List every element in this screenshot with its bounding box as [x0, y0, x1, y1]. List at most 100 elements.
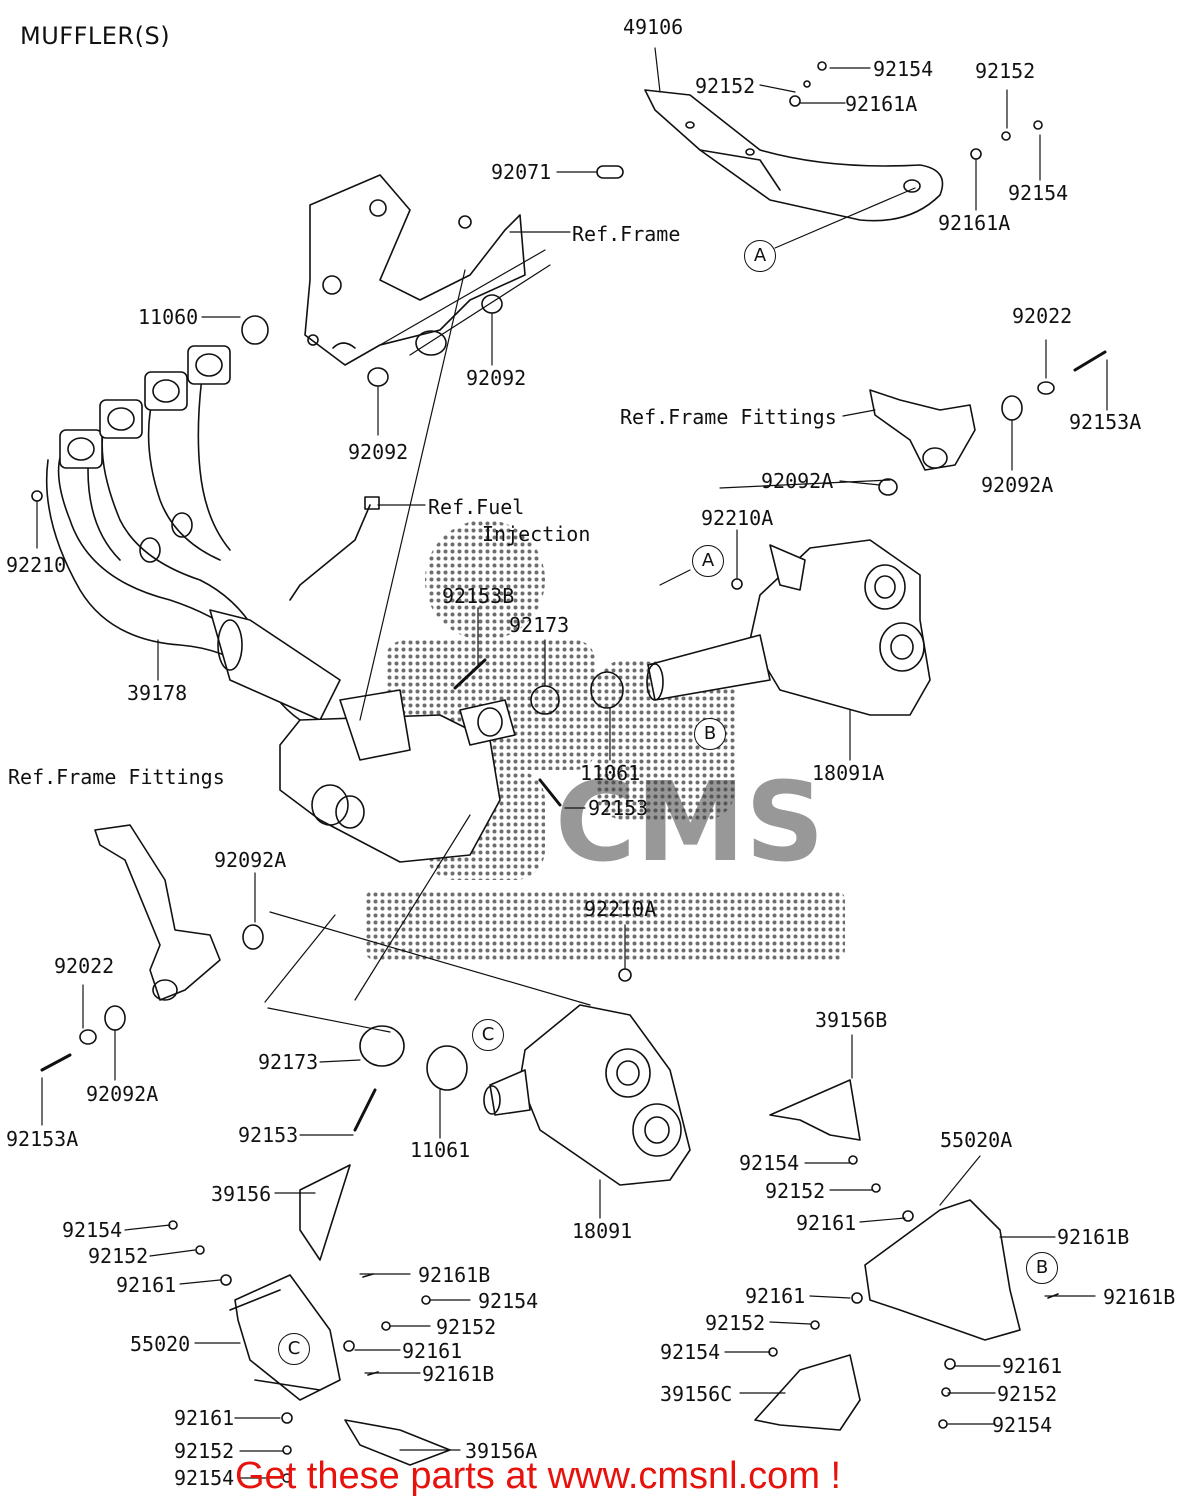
part-label: 92022 [54, 954, 115, 978]
callout-a-top: A [744, 240, 776, 272]
reference-label: Ref.Fuel [428, 495, 525, 519]
part-label: 92210A [584, 897, 657, 921]
part-label: 92071 [491, 160, 552, 184]
part-label: 11061 [580, 761, 641, 785]
part-label: 92161A [938, 211, 1011, 235]
cover-55020A [864, 1199, 1021, 1341]
part-label: 18091A [812, 761, 885, 785]
watermark-text: CMS [555, 758, 824, 886]
part-label: 11061 [410, 1138, 471, 1162]
part-label: 39156B [815, 1008, 888, 1032]
o2-sensor [289, 504, 371, 601]
part-label: 92152 [997, 1382, 1058, 1406]
gasket-11061-a [590, 671, 624, 709]
part-label: 92092A [761, 469, 834, 493]
part-label: 92154 [660, 1340, 721, 1364]
reference-label: Ref.Frame Fittings [8, 765, 225, 789]
part-label: 92152 [88, 1244, 149, 1268]
leader-lines [36, 47, 1108, 1479]
part-label: 92092A [214, 848, 287, 872]
callout-c-low: C [278, 1333, 310, 1365]
part-label: 92173 [258, 1050, 319, 1074]
call-to-action-link[interactable]: Get these parts at www.cmsnl.com ! [235, 1455, 842, 1497]
part-label: 92161B [1103, 1285, 1176, 1309]
part-label: 92161B [418, 1263, 491, 1287]
part-label: 92161 [796, 1211, 857, 1235]
part-label: 92154 [739, 1151, 800, 1175]
part-label: 39178 [127, 681, 188, 705]
callout-b-mid: B [694, 718, 726, 750]
part-label: 92210 [6, 553, 67, 577]
frame-fittings-left [94, 824, 221, 1001]
part-label: 92092A [86, 1082, 159, 1106]
silencer-18091A [646, 539, 931, 716]
cover-39156 [299, 1164, 351, 1261]
part-label: 92092 [348, 440, 409, 464]
pre-chamber [279, 689, 516, 863]
reference-label: Ref.Frame Fittings [620, 405, 837, 429]
part-label: 92152 [695, 74, 756, 98]
heat-guard-49106 [644, 89, 944, 222]
cover-39156C [754, 1354, 861, 1431]
part-label: 92154 [873, 57, 934, 81]
bolt-92153B [453, 658, 487, 690]
reference-label: Injection [482, 522, 591, 546]
part-label: 92092A [981, 473, 1054, 497]
reference-label: Ref.Frame [572, 222, 681, 246]
part-label: 92022 [1012, 304, 1073, 328]
part-label: 92161 [1002, 1354, 1063, 1378]
frame-bracket-top [304, 174, 526, 366]
clamp-92173-a [530, 685, 560, 715]
cover-39156B [769, 1079, 861, 1141]
gasket-11061-b [426, 1045, 468, 1091]
part-label: 92161B [422, 1362, 495, 1386]
cover-39156A [344, 1419, 451, 1466]
bolt-92153-a [538, 778, 562, 807]
grommet-92071 [596, 165, 624, 179]
part-label: 92161 [116, 1273, 177, 1297]
exhaust-header-39178 [45, 354, 341, 721]
part-label: 92210A [701, 506, 774, 530]
part-label: 92154 [62, 1218, 123, 1242]
part-label: 92153A [1069, 410, 1142, 434]
frame-fittings-right [869, 389, 976, 471]
callout-a-mid: A [692, 545, 724, 577]
part-label: 92152 [765, 1179, 826, 1203]
gasket-11060 [241, 315, 269, 345]
part-label: 11060 [138, 305, 199, 329]
part-label: 92161 [745, 1284, 806, 1308]
part-label: 39156C [660, 1382, 733, 1406]
part-label: 92152 [436, 1315, 497, 1339]
part-label: 92154 [1008, 181, 1069, 205]
part-label: 92152 [705, 1311, 766, 1335]
part-label: 92152 [174, 1439, 235, 1463]
part-label: 55020 [130, 1332, 191, 1356]
part-label: 55020A [940, 1128, 1013, 1152]
part-label: 92154 [992, 1413, 1053, 1437]
damper-92092-b [367, 367, 389, 387]
silencer-18091 [483, 1004, 691, 1186]
clamp-92173-b [359, 1025, 405, 1067]
header-flanges [59, 345, 231, 469]
part-label: 92153A [6, 1127, 79, 1151]
part-label: 92153 [588, 796, 649, 820]
part-label: 92161A [845, 92, 918, 116]
part-label: 92161 [402, 1339, 463, 1363]
part-label: 49106 [623, 15, 684, 39]
part-label: 92154 [174, 1466, 235, 1490]
part-label: 92161 [174, 1406, 235, 1430]
part-label: 92153 [238, 1123, 299, 1147]
part-label: 18091 [572, 1219, 633, 1243]
part-label: 92161B [1057, 1225, 1130, 1249]
callout-c-mid: C [472, 1019, 504, 1051]
part-label: 92152 [975, 59, 1036, 83]
part-label: 92154 [478, 1289, 539, 1313]
part-label: 39156 [211, 1182, 272, 1206]
part-label: 92173 [509, 613, 570, 637]
part-label: 92092 [466, 366, 527, 390]
callout-b-low: B [1026, 1252, 1058, 1284]
part-label: 39156A [465, 1439, 538, 1463]
page-title: MUFFLER(S) [20, 22, 171, 50]
